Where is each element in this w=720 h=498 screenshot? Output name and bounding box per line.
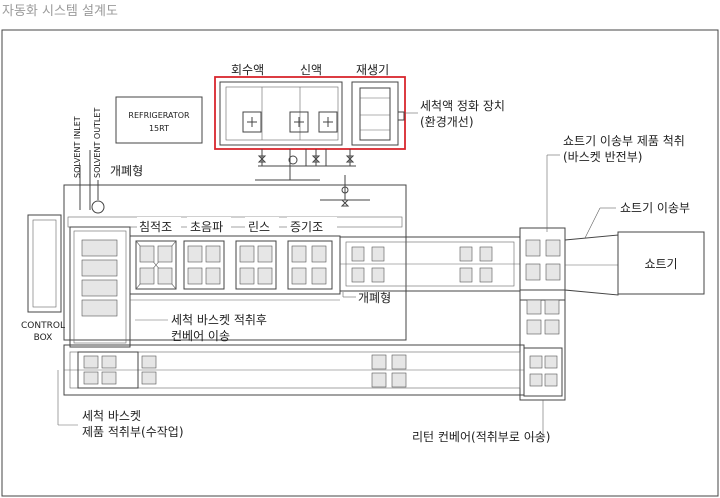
- after-loading-label: 세척 바스켓 적취후: [171, 313, 267, 327]
- process-label-vapor: 증기조: [290, 220, 323, 234]
- process-label-immersion: 침적조: [139, 220, 172, 234]
- purifier-label: 세척액 정화 장치: [420, 99, 505, 113]
- tank-label-recovery: 회수액: [231, 63, 264, 77]
- manual-loading-label: 세척 바스켓: [82, 409, 141, 423]
- transfer-conveyor: [339, 227, 619, 301]
- return-conveyor: [63, 289, 566, 401]
- process-label-rinse: 린스: [248, 220, 270, 234]
- shot-blast-machine: [617, 231, 705, 295]
- shot-blast-label: 쇼트기: [644, 257, 677, 271]
- solvent-inlet-label: SOLVENT INLET: [73, 116, 82, 178]
- control-box-label-line2: BOX: [34, 333, 53, 343]
- purifier-sublabel: (환경개선): [420, 115, 474, 129]
- control-box-label-line1: CONTROL: [21, 321, 65, 331]
- refrigerator-capacity: 15RT: [149, 124, 169, 133]
- refrigerator-label: REFRIGERATOR: [128, 111, 190, 120]
- solvent-outlet-label: SOLVENT OUTLET: [93, 108, 102, 178]
- product-loading-sublabel: (바스켓 반전부): [563, 150, 642, 164]
- return-conveyor-label: 리턴 컨베어(적취부로 이송): [412, 430, 550, 444]
- product-loading-label: 쇼트기 이송부 제품 척취: [563, 134, 685, 148]
- after-loading-sublabel: 컨베어 이송: [171, 329, 230, 343]
- drawing-frame: [1, 29, 719, 497]
- tank-label-regenerator: 재생기: [356, 63, 389, 77]
- manual-loading-sublabel: 제품 적취부(수작업): [82, 425, 184, 439]
- shot-transfer-label: 쇼트기 이송부: [620, 201, 690, 215]
- door-type-label-top: 개폐형: [110, 164, 143, 178]
- washer-body: [63, 184, 407, 348]
- tank-label-fresh: 신액: [300, 63, 322, 77]
- door-type-label-bottom: 개폐형: [358, 291, 391, 305]
- piping: [79, 149, 370, 214]
- refrigerator-box: [115, 96, 203, 144]
- control-box: [27, 214, 62, 313]
- purifier-unit: [214, 76, 406, 150]
- page-title: 자동화 시스템 설계도: [2, 4, 118, 19]
- process-label-ultrasonic: 초음파: [190, 220, 223, 234]
